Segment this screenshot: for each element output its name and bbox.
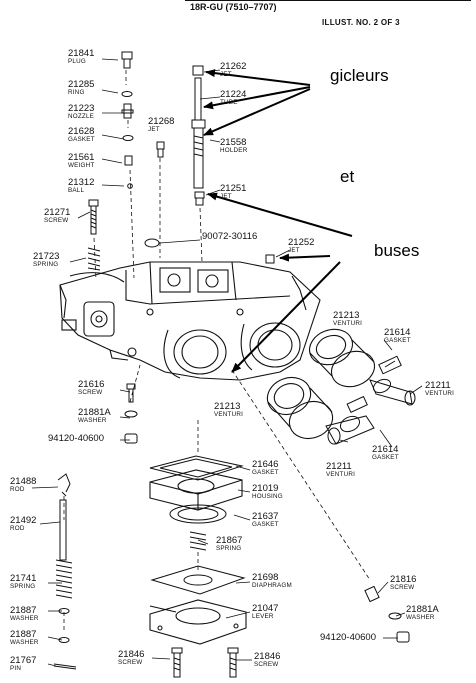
screw-21846-right xyxy=(227,647,239,678)
plug-part xyxy=(121,51,133,69)
screw-21816-part xyxy=(364,585,380,603)
ring-part xyxy=(121,91,133,97)
holder-part xyxy=(191,119,206,189)
label-94120-40600-right: 94120-40600 xyxy=(320,632,376,643)
gasket-21646-part xyxy=(149,455,244,481)
gasket-21614-lower xyxy=(346,395,368,413)
gasket-part xyxy=(122,135,134,141)
rod-21488-part xyxy=(57,473,71,497)
screw-21616-part xyxy=(126,383,136,403)
header-rule xyxy=(185,0,471,1)
annotation-and: et xyxy=(340,167,355,186)
jet-21262-part xyxy=(192,65,204,76)
nut-94120-right xyxy=(396,631,410,643)
screw-21271-part xyxy=(88,199,99,235)
jet-21268-part xyxy=(156,141,165,158)
nozzle-venturi-upper xyxy=(369,378,416,406)
housing-21019-part xyxy=(149,469,243,511)
spring-21867-part xyxy=(189,531,207,551)
illustration-number: ILLUST. NO. 2 OF 3 xyxy=(322,18,400,27)
carburetor-body xyxy=(59,261,321,381)
washer-21881a-left xyxy=(124,410,138,418)
leader-lines xyxy=(31,58,423,667)
weight-part xyxy=(124,155,133,166)
rod-21492-part xyxy=(59,499,67,561)
jet-21251-part xyxy=(194,191,205,206)
nozzle-part xyxy=(121,103,134,119)
washer-90072-part xyxy=(144,238,160,248)
screw-21846-left xyxy=(171,647,183,678)
label-90072-30116: 90072-30116 xyxy=(202,231,258,242)
annotation-venturis: buses xyxy=(374,241,420,260)
washer-21887-lower xyxy=(58,637,70,643)
spring-21723-part xyxy=(87,247,101,271)
gasket-21614-upper xyxy=(378,355,402,375)
model-title: 18R-GU (7510–7707) xyxy=(190,2,277,12)
washer-21881a-right xyxy=(388,612,402,620)
gasket-21637-part xyxy=(169,504,227,524)
jet-21252-part xyxy=(265,254,275,264)
venturi-lower xyxy=(266,376,334,440)
pin-21767-part xyxy=(53,663,77,670)
nozzle-venturi-lower xyxy=(325,415,375,445)
nut-94120-left xyxy=(124,433,138,444)
label-94120-40600-left: 94120-40600 xyxy=(48,433,104,444)
annotation-arrows xyxy=(203,69,353,373)
diaphragm-21698-part xyxy=(150,565,246,595)
spring-21741-part xyxy=(55,559,73,599)
lever-21047-part xyxy=(149,599,247,645)
ball-part xyxy=(127,183,133,189)
venturi-upper xyxy=(308,328,376,388)
annotation-jets: gicleurs xyxy=(330,66,389,85)
washer-21887-upper xyxy=(58,608,70,614)
